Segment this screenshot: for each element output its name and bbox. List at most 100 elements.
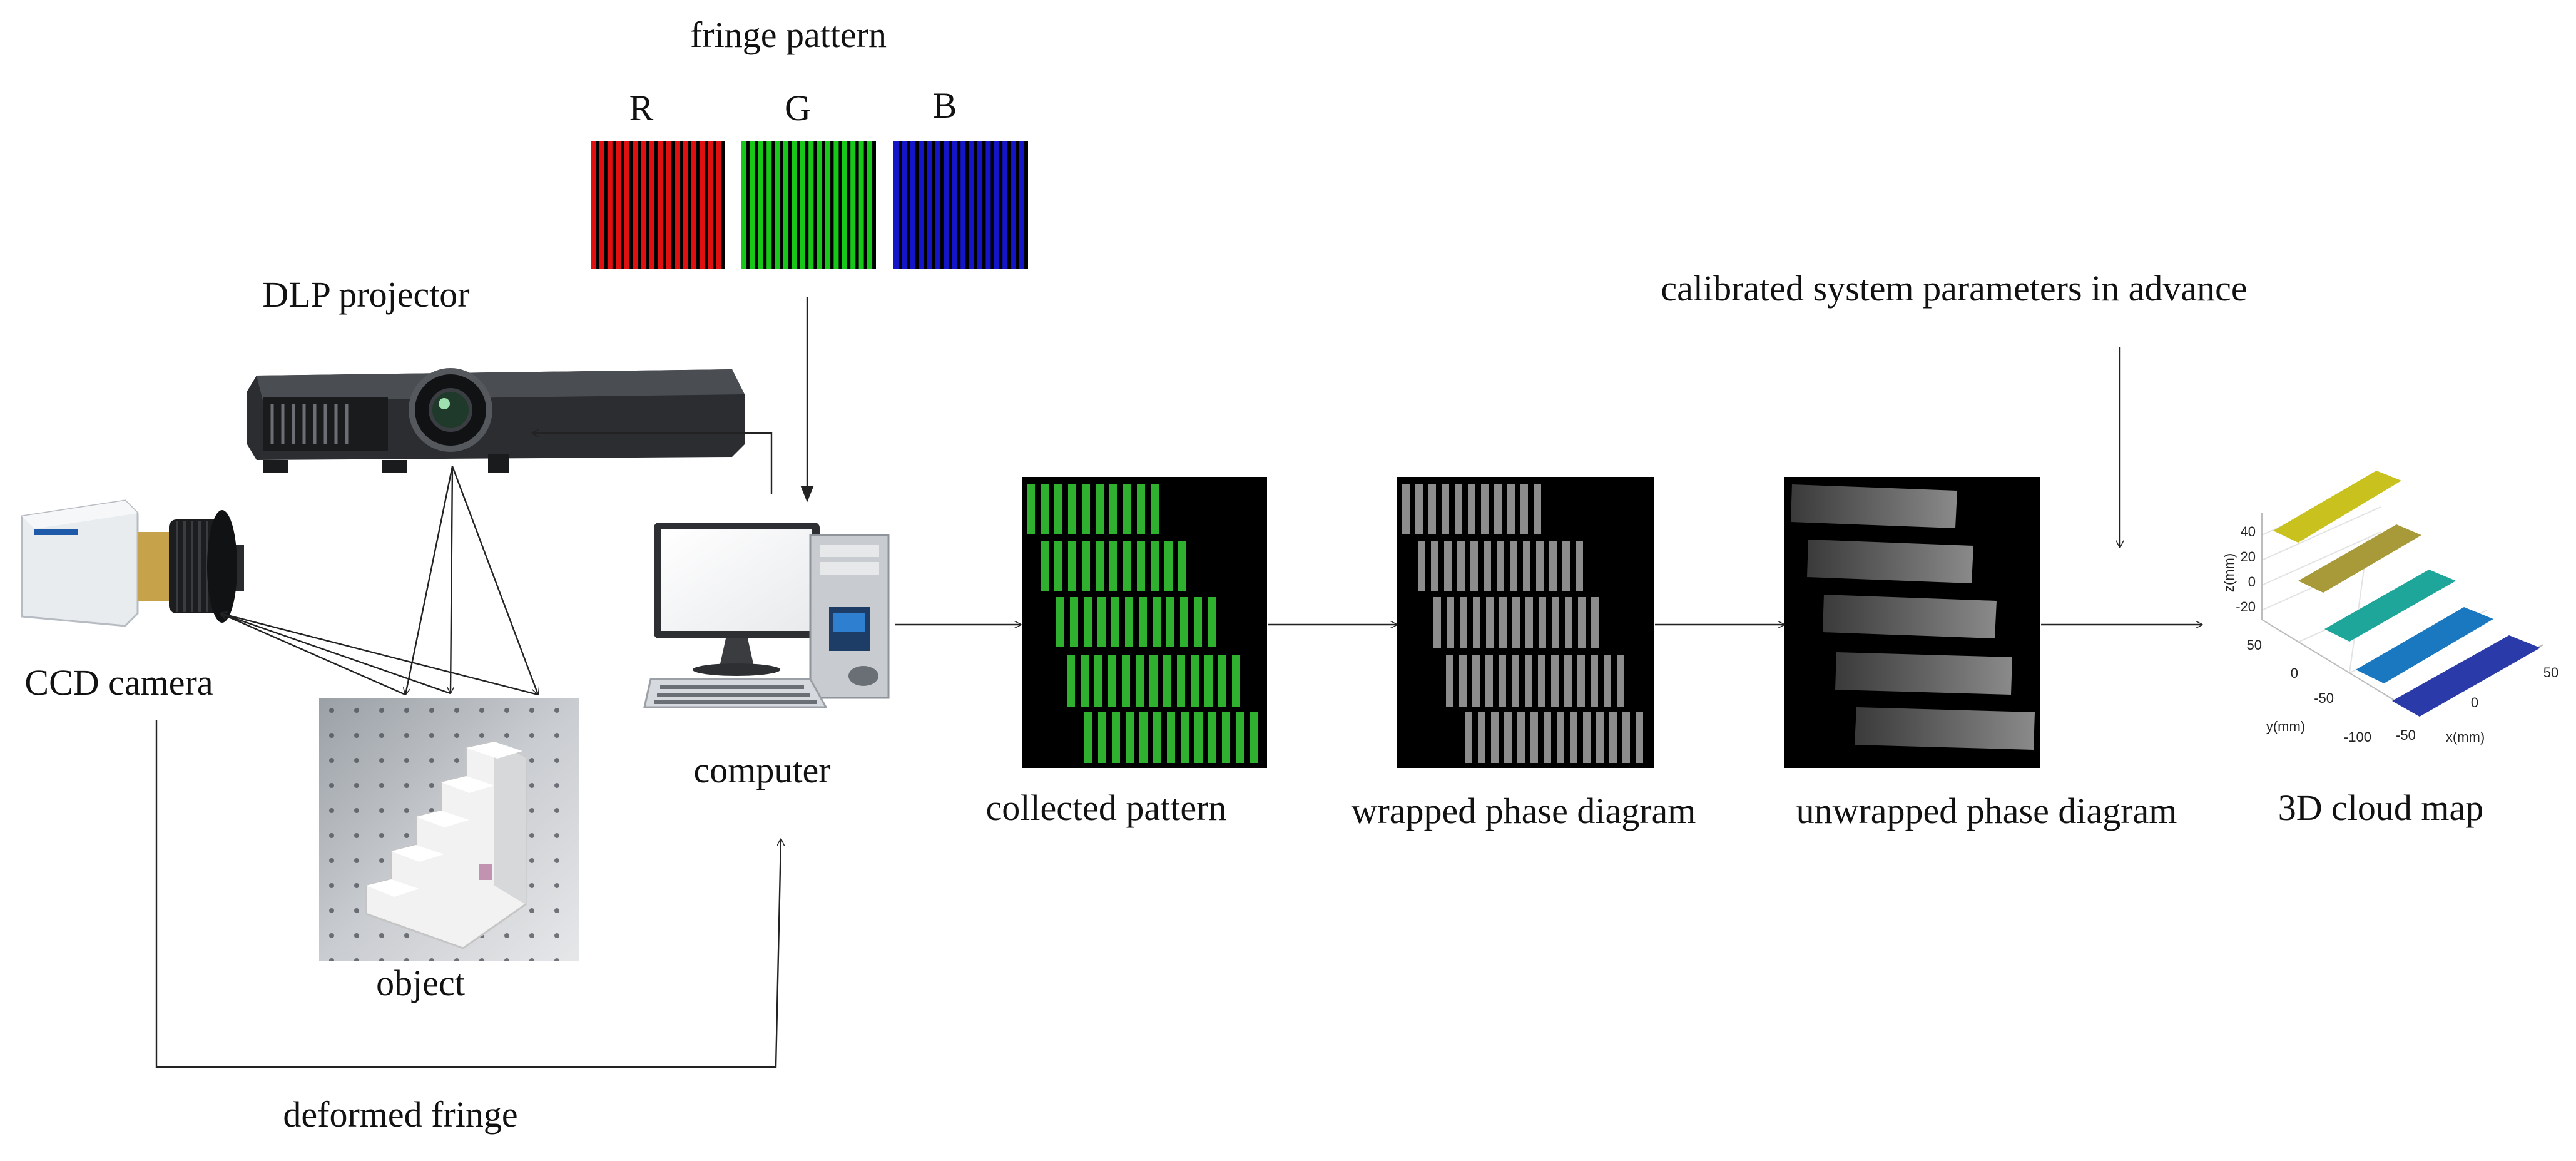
pattern-stripe bbox=[1494, 484, 1502, 534]
z-tick: -20 bbox=[2236, 599, 2256, 615]
deformed-fringe-label: deformed fringe bbox=[283, 1094, 517, 1135]
fringe-stripe bbox=[792, 141, 797, 269]
fringe-pattern-red bbox=[591, 141, 725, 269]
pattern-stripe bbox=[1208, 712, 1216, 763]
fringe-pattern-green bbox=[741, 141, 876, 269]
pattern-stripe bbox=[1549, 541, 1557, 591]
pattern-stripe bbox=[1530, 712, 1538, 763]
fringe-stripe bbox=[1011, 141, 1016, 269]
fringe-stripe bbox=[616, 141, 621, 269]
pattern-stripe bbox=[1552, 597, 1559, 648]
pattern-stripe bbox=[1455, 484, 1462, 534]
pattern-stripe bbox=[1153, 712, 1161, 763]
wrapped-phase-image bbox=[1397, 477, 1654, 768]
collected-pattern-image bbox=[1022, 477, 1267, 768]
pattern-stripe bbox=[1609, 712, 1617, 763]
pattern-stripe bbox=[1041, 541, 1049, 591]
pattern-stripe bbox=[1111, 597, 1119, 647]
collected-pattern-label: collected pattern bbox=[986, 787, 1227, 828]
pattern-stripe bbox=[1056, 597, 1064, 647]
computer-icon bbox=[643, 523, 890, 708]
fringe-stripe bbox=[833, 141, 839, 269]
fringe-stripe bbox=[649, 141, 654, 269]
pattern-stripe bbox=[1596, 712, 1604, 763]
pattern-stripe bbox=[1222, 712, 1230, 763]
fringe-stripe bbox=[910, 141, 915, 269]
pattern-stripe bbox=[1139, 597, 1147, 647]
pattern-stripe bbox=[1236, 712, 1244, 763]
pattern-stripe bbox=[1137, 484, 1145, 534]
pattern-stripe bbox=[1068, 541, 1076, 591]
fringe-stripe bbox=[867, 141, 873, 269]
pattern-stripe bbox=[1534, 484, 1541, 534]
dlp-projector-label: DLP projector bbox=[262, 274, 469, 315]
pattern-stripe bbox=[1054, 484, 1062, 534]
ray-object-camera-1 bbox=[220, 613, 406, 696]
pattern-stripe bbox=[1163, 655, 1171, 707]
collected-pattern-stripes bbox=[1027, 484, 1258, 763]
pattern-stripe bbox=[1191, 655, 1199, 707]
fringe-stripe bbox=[944, 141, 949, 269]
cloud-map-plot: 40 20 0 -20 50 0 -50 -100 -50 0 50 z(mm)… bbox=[2221, 471, 2558, 745]
z-axis-label: z(mm) bbox=[2221, 553, 2237, 592]
pattern-stripe bbox=[1481, 484, 1489, 534]
pattern-stripe bbox=[1109, 484, 1117, 534]
pattern-stripe bbox=[1557, 712, 1564, 763]
pattern-stripe bbox=[1565, 597, 1572, 648]
x-tick: 50 bbox=[2543, 665, 2558, 680]
pattern-stripe bbox=[1041, 484, 1049, 534]
y-tick: -50 bbox=[2314, 690, 2334, 706]
object-label: object bbox=[376, 963, 465, 1003]
y-axis-label: y(mm) bbox=[2266, 719, 2305, 734]
pattern-stripe bbox=[1520, 484, 1528, 534]
pattern-stripe bbox=[1082, 484, 1090, 534]
ray-object-camera-3 bbox=[220, 613, 539, 696]
pattern-stripe bbox=[1098, 712, 1106, 763]
pattern-stripe bbox=[1108, 655, 1116, 707]
pattern-stripe bbox=[1096, 541, 1104, 591]
pattern-stripe bbox=[1433, 597, 1441, 648]
pattern-stripe bbox=[1232, 655, 1240, 707]
fringe-stripe bbox=[808, 141, 814, 269]
pattern-stripe bbox=[1094, 655, 1102, 707]
fringe-stripe bbox=[666, 141, 671, 269]
fringe-stripe bbox=[624, 141, 629, 269]
pattern-stripe bbox=[1418, 541, 1425, 591]
pattern-stripe bbox=[1151, 541, 1159, 591]
pattern-stripe bbox=[1473, 597, 1480, 648]
fringe-stripe bbox=[935, 141, 941, 269]
pattern-stripe bbox=[1617, 655, 1624, 707]
pattern-stripe bbox=[1636, 712, 1643, 763]
fringe-stripe bbox=[994, 141, 999, 269]
z-tick: 40 bbox=[2241, 524, 2256, 540]
fringe-stripe bbox=[741, 141, 747, 269]
pattern-stripe bbox=[1525, 597, 1533, 648]
ray-projector-object-1 bbox=[405, 466, 454, 695]
fringe-stripe bbox=[825, 141, 831, 269]
fringe-stripe bbox=[658, 141, 663, 269]
pattern-stripe bbox=[1097, 597, 1106, 647]
pattern-stripe bbox=[1465, 712, 1472, 763]
pattern-stripe bbox=[1139, 712, 1148, 763]
pattern-stripe bbox=[1622, 712, 1630, 763]
pattern-stripe bbox=[1067, 655, 1075, 707]
y-tick: -100 bbox=[2344, 729, 2371, 745]
fringe-stripe bbox=[817, 141, 822, 269]
pattern-stripe bbox=[1457, 541, 1465, 591]
pattern-stripe bbox=[1491, 712, 1499, 763]
pattern-stripe bbox=[1123, 484, 1131, 534]
pattern-stripe bbox=[1604, 655, 1611, 707]
pattern-stripe bbox=[1499, 655, 1506, 707]
pattern-stripe bbox=[1539, 597, 1546, 648]
pattern-stripe bbox=[1564, 655, 1572, 707]
fringe-stripe bbox=[858, 141, 864, 269]
fringe-stripe bbox=[675, 141, 680, 269]
pattern-stripe bbox=[1081, 655, 1089, 707]
pattern-stripe bbox=[1054, 541, 1062, 591]
x-axis-label: x(mm) bbox=[2446, 729, 2485, 745]
pattern-stripe bbox=[1137, 541, 1145, 591]
pattern-stripe bbox=[1125, 597, 1133, 647]
fringe-stripe bbox=[691, 141, 696, 269]
